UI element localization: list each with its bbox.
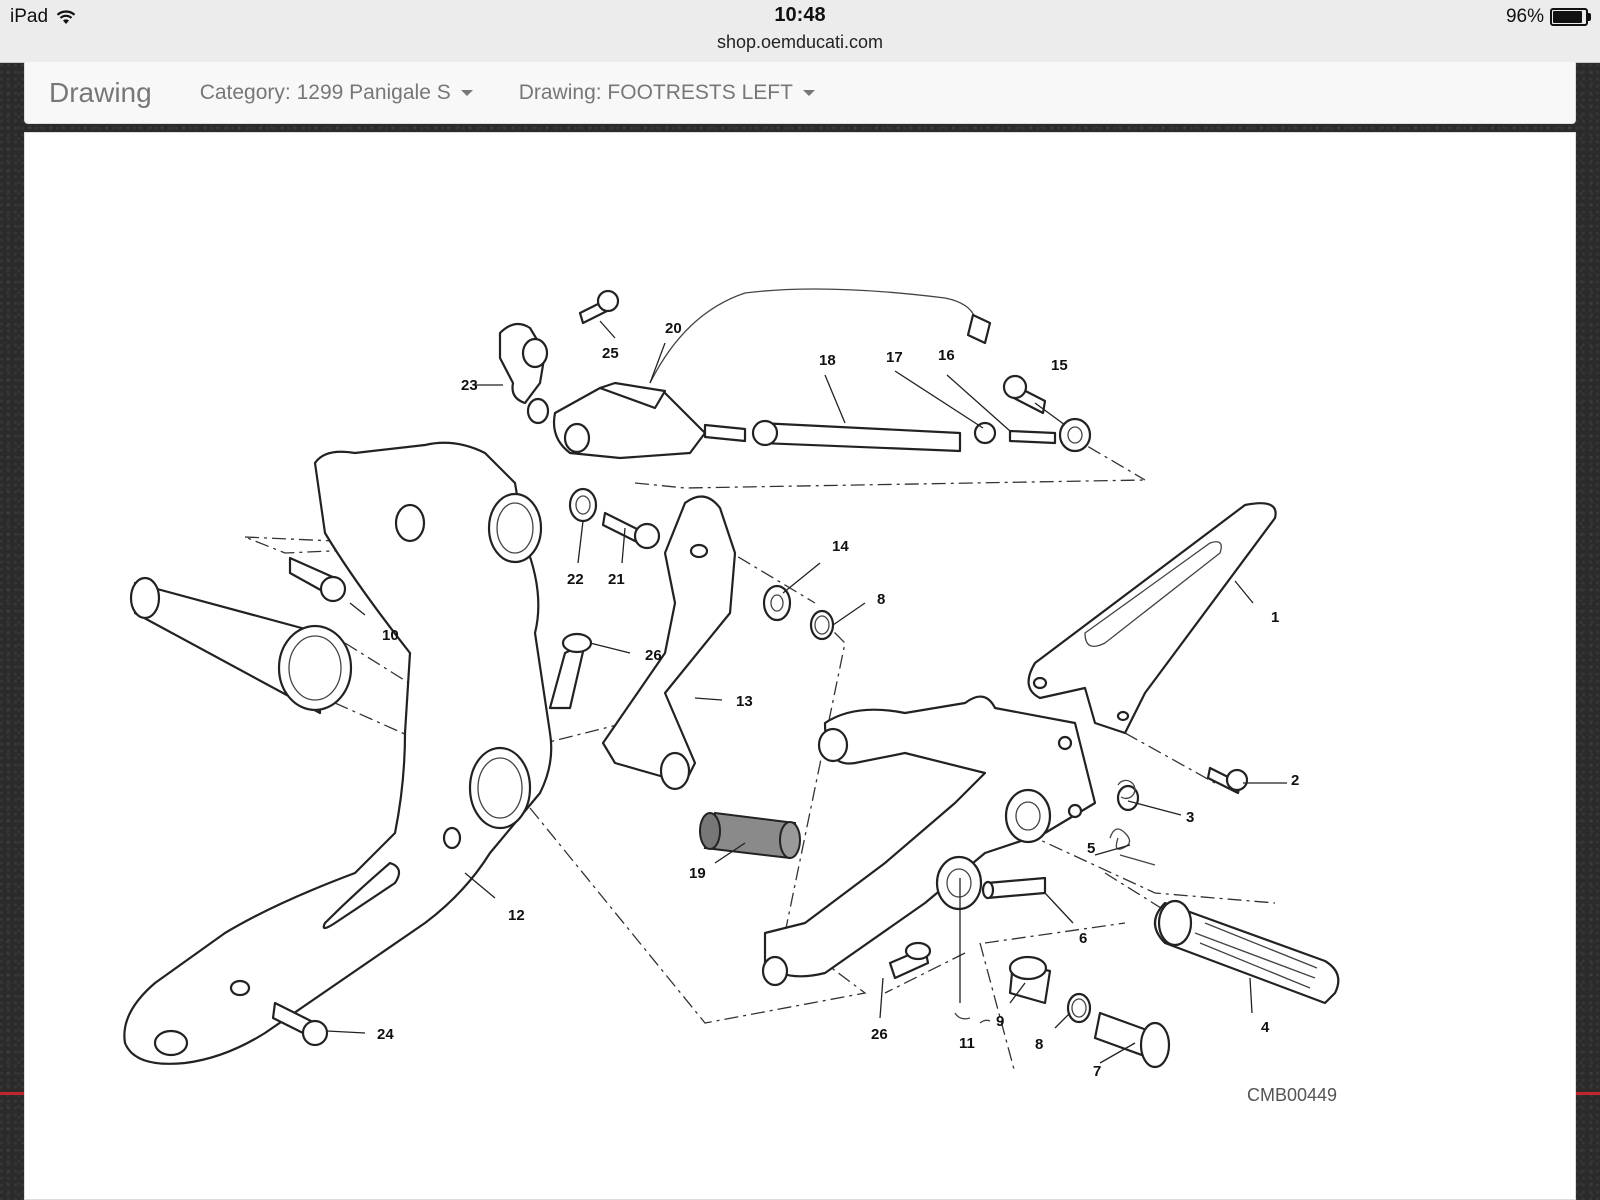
part-right-footrest-body: [761, 695, 1097, 987]
drawing-code: CMB00449: [1247, 1085, 1337, 1105]
drawing-navbar: Drawing Category: 1299 Panigale S Drawin…: [24, 62, 1576, 124]
ios-status-bar: iPad 10:48 shop.oemducati.com 96%: [0, 0, 1600, 63]
part-label[interactable]: 2: [1291, 772, 1299, 789]
category-dropdown-label: Category: 1299 Panigale S: [199, 80, 451, 104]
part-label[interactable]: 21: [608, 571, 625, 588]
status-left: iPad: [10, 6, 76, 28]
part-label[interactable]: 6: [1079, 930, 1087, 947]
clock: 10:48: [774, 4, 826, 26]
small-parts: [954, 779, 1171, 1069]
part-4-footpeg: [1153, 899, 1340, 1005]
category-dropdown[interactable]: Category: 1299 Panigale S: [200, 81, 473, 105]
background-red-stripe-right: [1576, 1092, 1600, 1095]
part-label[interactable]: 23: [461, 377, 478, 394]
caret-down-icon: [460, 89, 473, 96]
part-label[interactable]: 20: [665, 320, 682, 337]
part-label[interactable]: 8: [1035, 1036, 1043, 1053]
part-label[interactable]: 24: [377, 1026, 394, 1043]
part-label[interactable]: 26: [645, 647, 662, 664]
part-label[interactable]: 10: [382, 627, 399, 644]
part-label[interactable]: 15: [1051, 357, 1068, 374]
caret-down-icon: [802, 89, 815, 96]
part-upper-assembly: [498, 288, 1092, 460]
address-bar-url[interactable]: shop.oemducati.com: [716, 32, 884, 52]
part-label[interactable]: 12: [508, 907, 525, 924]
part-label[interactable]: 22: [567, 571, 584, 588]
device-name: iPad: [10, 6, 49, 27]
part-label[interactable]: 18: [819, 352, 836, 369]
leader-lines: [326, 320, 1287, 1064]
drawing-dropdown[interactable]: Drawing: FOOTRESTS LEFT: [519, 81, 815, 105]
part-label[interactable]: 9: [996, 1013, 1004, 1030]
part-label[interactable]: 4: [1261, 1019, 1270, 1036]
part-1-heel-guard: [1027, 502, 1277, 735]
part-label[interactable]: 7: [1093, 1063, 1101, 1080]
part-label[interactable]: 25: [602, 345, 619, 362]
battery-icon: [1550, 8, 1591, 26]
part-label[interactable]: 1: [1271, 609, 1279, 626]
battery-level: [1553, 11, 1582, 23]
bolts: [271, 289, 1249, 1047]
part-label[interactable]: 13: [736, 693, 753, 710]
part-label[interactable]: 16: [938, 347, 955, 364]
part-label[interactable]: 17: [886, 349, 903, 366]
part-tube: [129, 576, 353, 715]
part-13-lever: [601, 495, 737, 791]
part-label[interactable]: 19: [689, 865, 706, 882]
navbar-brand[interactable]: Drawing: [49, 76, 152, 108]
background-red-stripe-left: [0, 1092, 24, 1095]
wifi-icon: [56, 10, 76, 24]
part-19-rubber: [699, 811, 801, 860]
part-label[interactable]: 8: [877, 591, 885, 608]
drawing-dropdown-label: Drawing: FOOTRESTS LEFT: [518, 80, 793, 104]
part-label[interactable]: 26: [871, 1026, 888, 1043]
battery-percent: 96%: [1505, 6, 1544, 27]
washers: [568, 487, 1140, 1024]
part-label[interactable]: 5: [1087, 840, 1095, 857]
status-right: 96%: [1505, 6, 1591, 28]
part-label[interactable]: 3: [1186, 809, 1194, 826]
drawing-panel: 1 2 3 4 5 6 7 8 8 9 10 11 12 13 14 15 16…: [24, 132, 1576, 1200]
part-number-labels: 1 2 3 4 5 6 7 8 8 9 10 11 12 13 14 15 16…: [377, 320, 1337, 1105]
exploded-parts-drawing: 1 2 3 4 5 6 7 8 8 9 10 11 12 13 14 15 16…: [123, 288, 1340, 1105]
part-label[interactable]: 14: [832, 538, 849, 555]
part-12-footrest-bracket: [123, 441, 553, 1065]
part-label[interactable]: 11: [959, 1035, 975, 1052]
